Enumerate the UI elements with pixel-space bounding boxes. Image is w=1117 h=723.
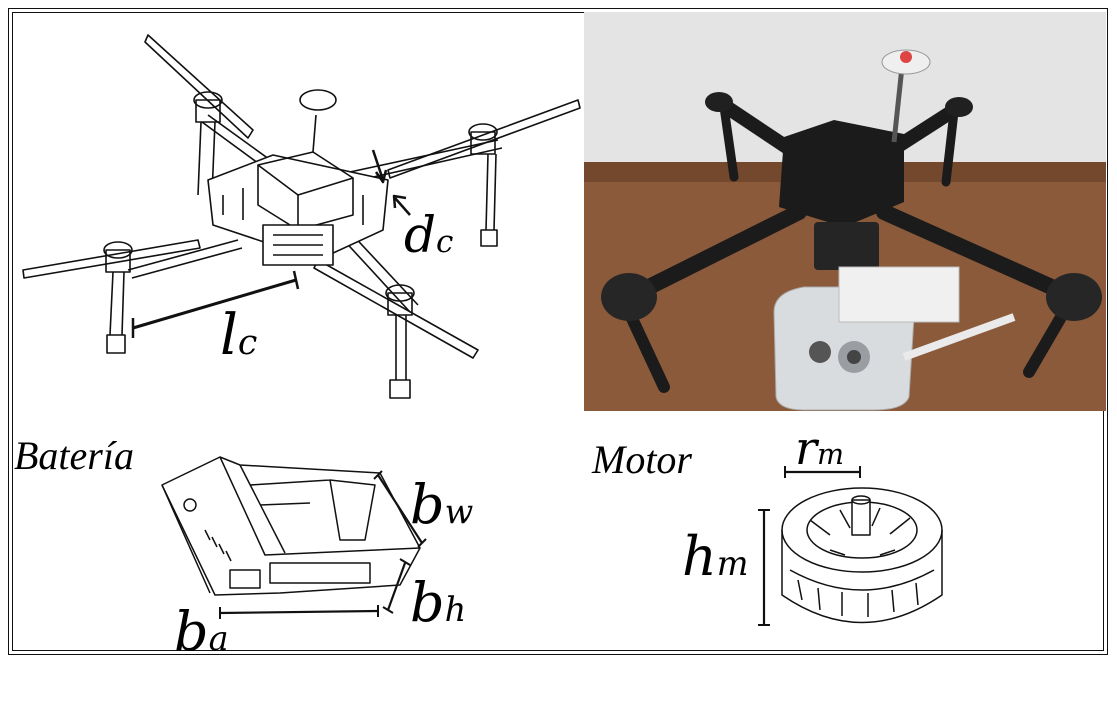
label-bh-main: b (410, 571, 445, 634)
drone-photo-icon (584, 12, 1106, 411)
label-rm: rm (795, 425, 844, 471)
drone-photo-panel (584, 12, 1106, 411)
label-hm: hm (682, 530, 749, 584)
label-hm-sub: m (716, 544, 749, 583)
label-bh: bh (410, 576, 466, 630)
label-bw-main: b (410, 473, 445, 536)
label-rm-sub: m (817, 438, 845, 471)
label-ba-main: b (174, 600, 209, 663)
label-bw: bw (410, 478, 473, 532)
motor-icon (758, 466, 943, 626)
label-lc-main: l (220, 303, 238, 368)
battery-title: Batería (14, 433, 134, 478)
quadcopter-icon (22, 34, 581, 399)
label-bh-sub: h (444, 590, 467, 629)
drone-drawing-panel (18, 30, 583, 410)
label-ba: ba (174, 605, 229, 659)
label-ba-sub: a (208, 619, 229, 658)
label-dc-sub: c (436, 224, 454, 260)
battery-drawing-panel (150, 445, 440, 635)
motor-title: Motor (592, 437, 692, 482)
label-lc-sub: c (237, 323, 258, 363)
figure-outer-border (8, 8, 1108, 655)
label-rm-main: r (795, 421, 817, 475)
label-hm-main: h (682, 525, 717, 588)
battery-icon (161, 456, 427, 619)
label-dc: dc (404, 210, 453, 260)
label-dc-main: d (404, 206, 437, 264)
label-lc: lc (220, 308, 257, 364)
label-bw-sub: w (444, 492, 474, 531)
motor-drawing-panel (750, 460, 970, 640)
